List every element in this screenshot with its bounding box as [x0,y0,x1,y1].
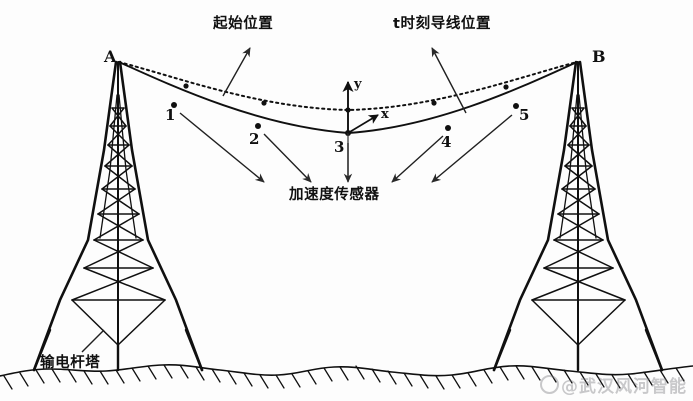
label-position-at-time-t: t时刻导线位置 [393,14,491,32]
label-sensor-point-2: 2 [249,130,259,148]
initial-curve-marker [431,100,437,106]
sensor-point-markers [171,102,519,136]
label-x-axis: x [381,107,389,122]
label-tower-b: B [592,47,606,66]
tower-a-feet [32,328,204,372]
annotation-leaders [81,47,513,353]
tower-b-feet [492,328,664,372]
tower-b-bracing [531,107,626,346]
sensor-point-5-marker[interactable] [513,103,519,109]
label-sensor-point-1: 1 [165,106,175,124]
leader-transmission-tower [81,329,105,353]
sensor-point-1-marker[interactable] [171,102,177,108]
ground-hatching [3,364,685,390]
label-sensor-point-3: 3 [334,138,344,156]
tower-a [32,60,204,372]
label-accel-sensor: 加速度传感器 [288,185,380,203]
label-sensor-point-4: 4 [441,133,451,151]
label-transmission-tower: 输电杆塔 [40,353,100,371]
leader-position-at-time-t [431,47,467,114]
leader-sensor-2 [263,133,312,183]
initial-curve-marker [503,84,509,90]
tower-a-bracing [71,107,166,346]
label-sensor-point-5: 5 [519,106,529,124]
watermark-badge-icon [540,375,559,394]
tower-a-belts [71,107,166,301]
tower-a-leg-right [118,60,204,372]
leader-sensor-4 [391,135,444,183]
tower-b-leg-right [578,60,664,372]
leader-sensor-1 [179,112,265,183]
tower-b [492,60,664,372]
tower-b-leg-left [492,60,578,372]
ground-layer [0,364,693,390]
label-y-axis: y [353,77,362,92]
label-initial-position: 起始位置 [212,14,273,32]
initial-curve-marker [261,100,267,106]
ground-line [0,364,693,377]
tower-a-leg-left [32,60,118,372]
leader-initial-position [222,47,251,97]
tower-b-belts [531,107,626,301]
watermark-text: @武汉风河智能 [561,377,687,397]
sensor-point-4-marker[interactable] [445,125,451,131]
x-axis [347,114,379,134]
sensor-point-2-marker[interactable] [255,123,261,129]
initial-curve-marker [183,83,189,89]
watermark: @武汉风河智能 [540,372,687,397]
leader-sensor-5 [431,114,513,183]
label-tower-a: A [103,47,117,66]
